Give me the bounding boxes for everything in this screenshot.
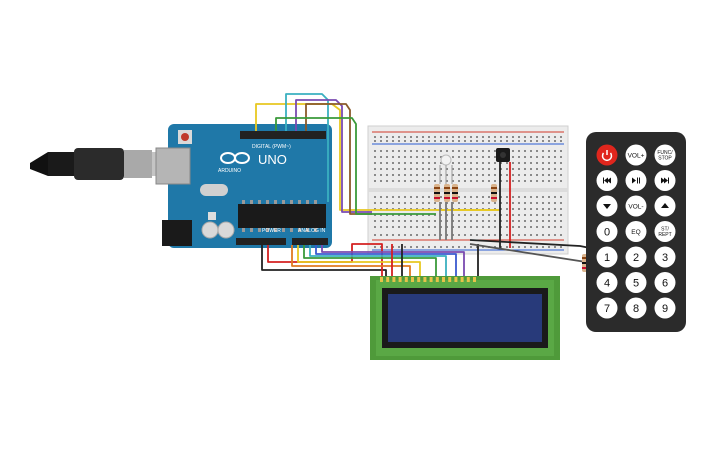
wire-cyan-a bbox=[309, 245, 447, 276]
wire-brown-top bbox=[305, 103, 372, 215]
remote-button-face[interactable] bbox=[654, 297, 676, 319]
up-arrow-icon bbox=[661, 203, 669, 208]
remote-button-face[interactable] bbox=[596, 272, 618, 293]
remote-button-vol-[interactable]: VOL- bbox=[625, 195, 647, 217]
remote-button-rewind[interactable] bbox=[596, 170, 618, 191]
remote-button-func-stop[interactable]: FUNC/STOP bbox=[654, 144, 676, 166]
remote-button-label: 4 bbox=[604, 278, 610, 290]
ir-receiver bbox=[496, 148, 510, 162]
wire-yellow-top bbox=[255, 103, 500, 211]
wire-orange bbox=[291, 245, 411, 276]
remote-button-label: 2 bbox=[633, 252, 639, 264]
power-icon bbox=[601, 150, 613, 162]
remote-button-down-arrow[interactable] bbox=[596, 195, 618, 217]
remote-button-power[interactable] bbox=[596, 144, 618, 166]
remote-button-face[interactable] bbox=[654, 246, 676, 268]
fast-forward-icon bbox=[661, 177, 669, 184]
remote-button-face[interactable] bbox=[596, 246, 618, 268]
arduino-model: UNO bbox=[258, 152, 287, 167]
remote-button-fast-forward[interactable] bbox=[654, 170, 676, 191]
lcd-display bbox=[370, 276, 560, 360]
remote-button-2[interactable]: 2 bbox=[625, 246, 647, 268]
remote-button-0[interactable]: 0 bbox=[596, 221, 618, 242]
rewind-icon bbox=[603, 177, 611, 184]
wire-red-5v bbox=[267, 243, 383, 276]
rgb-led bbox=[439, 154, 453, 184]
remote-button-3[interactable]: 3 bbox=[654, 246, 676, 268]
arduino-uno-board: DIGITAL (PWM~) UNO ARDUINO POWER ANALOG bbox=[155, 124, 332, 248]
breadboard-holes bbox=[374, 136, 562, 248]
wires bbox=[255, 93, 591, 276]
resistor-2 bbox=[444, 184, 450, 202]
remote-button-7[interactable]: 7 bbox=[596, 297, 618, 319]
lcd-pin-header bbox=[380, 277, 476, 282]
remote-button-4[interactable]: 4 bbox=[596, 272, 618, 293]
remote-button-label: 3 bbox=[662, 252, 668, 264]
wire-cyan-top bbox=[285, 93, 329, 202]
remote-button-face[interactable] bbox=[625, 221, 647, 242]
digital-header-label: DIGITAL (PWM~) bbox=[252, 144, 291, 150]
arduino-logo bbox=[220, 152, 250, 164]
down-arrow-icon bbox=[603, 204, 611, 209]
wire-yellow-a bbox=[297, 245, 421, 276]
remote-button-st-rept[interactable]: ST/REPT bbox=[654, 221, 676, 242]
power-header-label: POWER bbox=[262, 228, 281, 234]
analog-header-label: ANALOG IN bbox=[298, 228, 326, 234]
wire-green-top bbox=[275, 117, 436, 215]
remote-button-play-pause[interactable] bbox=[625, 170, 647, 191]
remote-button-up-arrow[interactable] bbox=[654, 195, 676, 217]
remote-button-label: FUNC/STOP bbox=[657, 150, 673, 162]
remote-button-face[interactable] bbox=[596, 297, 618, 319]
resistor-3 bbox=[452, 184, 458, 202]
remote-button-label: 7 bbox=[604, 303, 610, 315]
wire-blue-a bbox=[315, 245, 457, 276]
remote-button-eq[interactable]: EQ bbox=[625, 221, 647, 242]
wire-green-a bbox=[303, 245, 437, 276]
remote-button-face[interactable] bbox=[654, 221, 676, 242]
remote-button-label: 6 bbox=[662, 278, 668, 290]
remote-button-face[interactable] bbox=[625, 297, 647, 319]
remote-button-5[interactable]: 5 bbox=[625, 272, 647, 293]
remote-button-6[interactable]: 6 bbox=[654, 272, 676, 293]
remote-button-label: 8 bbox=[633, 303, 639, 315]
remote-button-label: 0 bbox=[604, 227, 610, 239]
remote-button-label: 9 bbox=[662, 303, 668, 315]
remote-button-label: VOL+ bbox=[628, 152, 645, 159]
resistor-1 bbox=[434, 184, 440, 202]
remote-button-face[interactable] bbox=[625, 246, 647, 268]
remote-button-face[interactable] bbox=[596, 221, 618, 242]
remote-button-face[interactable] bbox=[625, 195, 647, 217]
wire-purple-top bbox=[295, 99, 372, 213]
remote-button-9[interactable]: 9 bbox=[654, 297, 676, 319]
play-pause-icon bbox=[632, 177, 640, 184]
remote-button-grid: VOL+ FUNC/STOP VOL- 0 EQ ST/REPT 1 2 3 4 5 6 7 8 9 bbox=[596, 144, 676, 319]
remote-button-1[interactable]: 1 bbox=[596, 246, 618, 268]
arduino-brand: ARDUINO bbox=[218, 168, 241, 174]
remote-button-label: 5 bbox=[633, 278, 639, 290]
remote-button-vol[interactable]: VOL+ bbox=[625, 144, 647, 166]
remote-button-face[interactable] bbox=[625, 144, 647, 166]
wire-purple-a bbox=[321, 245, 465, 276]
remote-button-8[interactable]: 8 bbox=[625, 297, 647, 319]
remote-button-label: 1 bbox=[604, 252, 610, 264]
remote-button-label: VOL- bbox=[628, 203, 643, 210]
ir-remote: VOL+ FUNC/STOP VOL- 0 EQ ST/REPT 1 2 3 4 5 6 7 8 9 bbox=[586, 132, 686, 332]
remote-button-face[interactable] bbox=[625, 272, 647, 293]
breadboard bbox=[367, 125, 569, 255]
remote-button-face[interactable] bbox=[654, 272, 676, 293]
resistor-4 bbox=[491, 184, 497, 202]
wire-gray-led bbox=[439, 202, 453, 240]
remote-button-face[interactable] bbox=[654, 144, 676, 166]
wire-black-gnd bbox=[261, 245, 387, 276]
remote-button-label: EQ bbox=[631, 229, 640, 236]
wire-gray-remote bbox=[469, 243, 587, 263]
remote-button-label: ST/REPT bbox=[658, 227, 671, 239]
